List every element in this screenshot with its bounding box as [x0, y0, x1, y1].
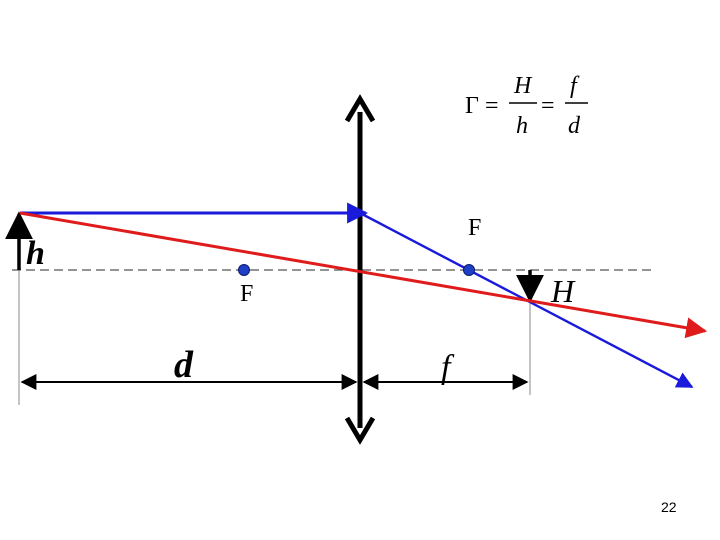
focus-label-left: F	[240, 281, 253, 307]
focus-label-right: F	[468, 215, 481, 241]
focus-point-right	[463, 264, 475, 276]
formula-numerator-H: H	[513, 73, 533, 99]
formula-equals-1: =	[485, 93, 499, 119]
lens-bottom-arrow-icon	[344, 416, 376, 445]
focus-point-left	[238, 264, 250, 276]
formula-denominator-d: d	[568, 113, 581, 139]
formula-denominator-h: h	[516, 113, 528, 139]
image-height-label: H	[550, 273, 576, 309]
formula-equals-2: =	[541, 93, 555, 119]
object-distance-label: d	[174, 344, 194, 386]
image-distance-label: f	[441, 349, 455, 386]
formula-numerator-f: f	[570, 73, 580, 99]
page-number: 22	[661, 499, 677, 515]
magnification-formula: Γ = H h = f d	[465, 73, 588, 139]
object-height-label: h	[26, 235, 45, 272]
lens-top-arrow-icon	[344, 94, 376, 123]
central-ray	[19, 211, 708, 339]
formula-gamma: Γ	[465, 93, 479, 119]
converging-lens	[344, 94, 376, 445]
